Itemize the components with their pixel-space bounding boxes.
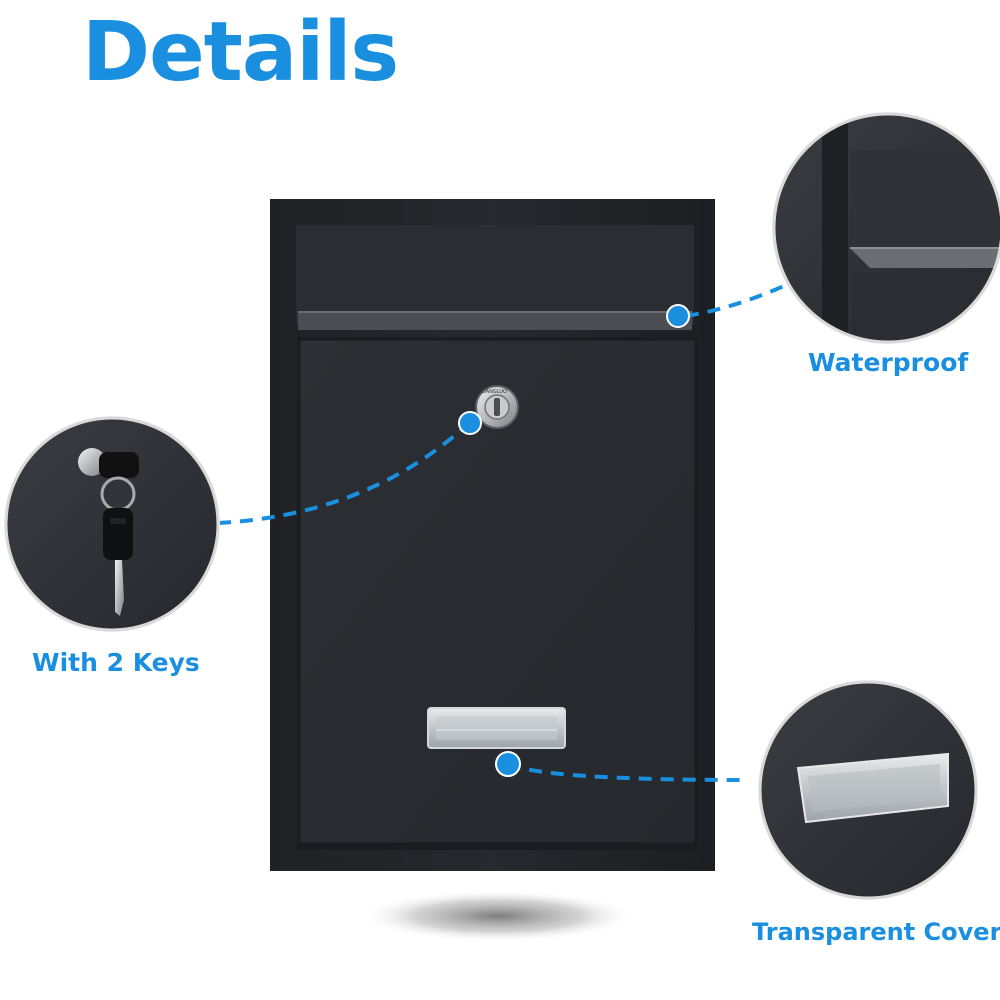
transparent-cover-label: Transparent Cover (752, 918, 1000, 946)
page-title: Details (82, 5, 399, 100)
zoom-cover (758, 680, 978, 900)
dot-keys (458, 411, 482, 435)
mailbox: DANGLUO (270, 199, 715, 871)
lock-cylinder: DANGLUO (475, 385, 519, 429)
floor-shadow (360, 890, 636, 942)
mail-slot-lid (298, 312, 692, 330)
lock-stamp: DANGLUO (482, 389, 507, 395)
dot-cover (495, 751, 521, 777)
zoom-waterproof (772, 112, 1000, 344)
dot-waterproof (666, 304, 690, 328)
waterproof-label: Waterproof (808, 348, 969, 377)
keys-label: With 2 Keys (32, 648, 200, 677)
name-tag-window (427, 707, 566, 749)
zoom-keys (4, 416, 220, 632)
